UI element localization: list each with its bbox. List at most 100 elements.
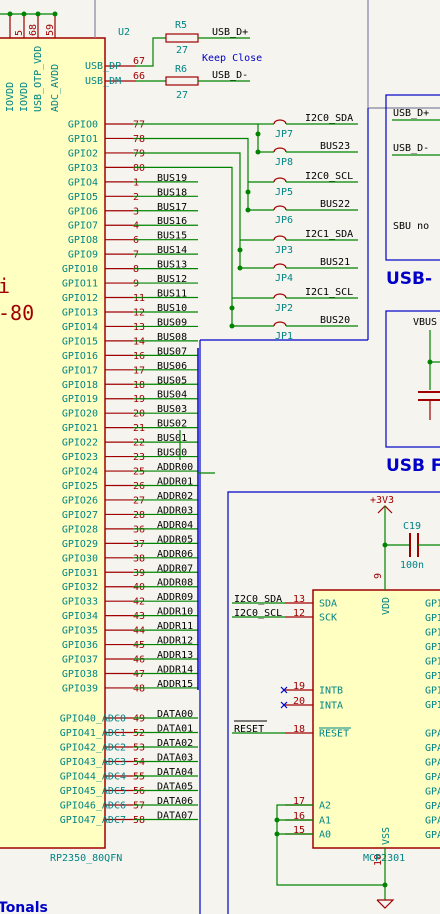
expander-ref: MCP2301 [363, 853, 405, 864]
jumper-net-label: I2C1_SCL [305, 287, 353, 298]
gpio-pin-name: GPIO2 [68, 148, 98, 159]
r6-net: USB_D- [212, 70, 248, 81]
mcu-top-pin-name: IOVDD [19, 82, 30, 112]
gpio-pin-number: 43 [133, 611, 145, 622]
expander-pin-number: 17 [293, 796, 305, 807]
expander-body [312, 589, 440, 849]
supply-3v3: +3V3 [370, 495, 394, 590]
gpio-pin-name: GPIO32 [62, 582, 98, 593]
gpio-pin-name: GPIO35 [62, 626, 98, 637]
expander-right-pin-name: GPI [425, 671, 440, 682]
gpio-pin-name: GPIO21 [62, 423, 98, 434]
adc-pin-number: 54 [133, 757, 145, 768]
jumper-symbol [273, 293, 287, 299]
adc-pin-name: GPIO41_ADC1 [60, 728, 126, 739]
gpio-pin-number: 40 [133, 582, 145, 593]
expander-right-pin-name: GPA [425, 772, 440, 783]
gpio-net-label: ADDR06 [157, 549, 193, 560]
adc-pin-name: GPIO42_ADC2 [60, 743, 126, 754]
gpio-pin-number: 45 [133, 640, 145, 651]
gpio-pin-number: 77 [133, 120, 145, 131]
no-connect-marker [280, 701, 288, 709]
gpio-pin-number: 44 [133, 626, 145, 637]
adc-pin-number: 55 [133, 772, 145, 783]
adc-net-label: DATA01 [157, 724, 193, 735]
cap-c19-value: 100n [400, 560, 424, 571]
r5-ref: R5 [175, 20, 187, 31]
gpio-pin-name: GPIO30 [62, 553, 98, 564]
jumper-ref: JP2 [275, 303, 293, 314]
jumper-feed-wire [133, 166, 233, 326]
gpio-pin-number: 78 [133, 134, 145, 145]
usb-box [385, 94, 440, 261]
gpio-pin-number: 4 [133, 221, 139, 232]
gpio-net-label: ADDR07 [157, 563, 193, 574]
adc-pin-number: 53 [133, 743, 145, 754]
expander-pin-number: 12 [293, 608, 305, 619]
jumper-net-label: I2C1_SDA [305, 229, 353, 240]
expander-pin-number: 16 [293, 811, 305, 822]
mcu-ref: U2 [118, 27, 130, 38]
expander-right-pin-name: GPI [425, 657, 440, 668]
expander-pin-name: A0 [319, 830, 331, 841]
gpio-pin-number: 36 [133, 524, 145, 535]
gpio-pin-number: 80 [133, 163, 145, 174]
expander-vss-name: VSS [381, 827, 392, 845]
adc-net-label: DATA06 [157, 796, 193, 807]
mcu-top-pin-name: IOVDD [5, 82, 16, 112]
usb-power-title: USB F [386, 456, 440, 476]
adc-pin-number: 52 [133, 728, 145, 739]
addr-gnd-wire [276, 804, 385, 886]
jumper-symbol [273, 119, 287, 125]
gpio-pin-name: GPIO29 [62, 539, 98, 550]
gpio-pin-name: GPIO37 [62, 655, 98, 666]
gpio-pin-name: GPIO33 [62, 597, 98, 608]
expander-pin-name: RESET [319, 729, 349, 740]
bottom-title: Tonals [0, 900, 48, 914]
jumper-net-label: I2C0_SCL [305, 171, 353, 182]
gpio-pin-number: 27 [133, 495, 145, 506]
gpio-pin-number: 46 [133, 655, 145, 666]
gpio-net-label: BUS00 [157, 448, 187, 459]
gpio-pin-number: 25 [133, 467, 145, 478]
gpio-net-label: ADDR13 [157, 650, 193, 661]
expander-right-pin-name: GPA [425, 729, 440, 740]
vbus-label: VBUS [413, 317, 437, 328]
jumper-junction [229, 323, 235, 329]
gpio-pin-name: GPIO15 [62, 336, 98, 347]
gpio-net-label: ADDR12 [157, 636, 193, 647]
gpio-net-label: ADDR08 [157, 578, 193, 589]
jumper-junction [245, 207, 251, 213]
jumper-symbol [273, 263, 287, 269]
addr-junction-a0 [274, 831, 280, 837]
jumper-bottom-net-label: BUS22 [320, 199, 350, 210]
usb-box-title: USB- [386, 269, 432, 289]
gnd-symbol [376, 899, 395, 909]
gpio-net-label: ADDR04 [157, 520, 193, 531]
gpio-pin-name: GPIO25 [62, 481, 98, 492]
gpio-pin-number: 2 [133, 192, 139, 203]
gpio-net-label: ADDR01 [157, 477, 193, 488]
jumper-junction [237, 247, 243, 253]
jumper-ref: JP1 [275, 331, 293, 342]
gpio-pin-name: GPIO5 [68, 192, 98, 203]
gpio-pin-number: 79 [133, 148, 145, 159]
gpio-pin-number: 42 [133, 597, 145, 608]
gpio-pin-name: GPIO18 [62, 380, 98, 391]
gpio-pin-name: GPIO39 [62, 683, 98, 694]
expander-right-pin-name: GPA [425, 801, 440, 812]
cap-c19-ref: C19 [403, 521, 421, 532]
jumper-ref: JP3 [275, 245, 293, 256]
gpio-pin-name: GPIO34 [62, 611, 98, 622]
expander-net-label: I2C0_SCL [234, 608, 282, 619]
usb-box-label-dm: USB_D- [393, 143, 429, 154]
gpio-pin-number: 6 [133, 235, 139, 246]
gpio-pin-name: GPIO22 [62, 438, 98, 449]
gpio-pin-name: GPIO17 [62, 365, 98, 376]
adc-pin-number: 58 [133, 815, 145, 826]
no-connect-marker [280, 686, 288, 694]
adc-pin-number: 56 [133, 786, 145, 797]
gpio-pin-number: 14 [133, 336, 145, 347]
